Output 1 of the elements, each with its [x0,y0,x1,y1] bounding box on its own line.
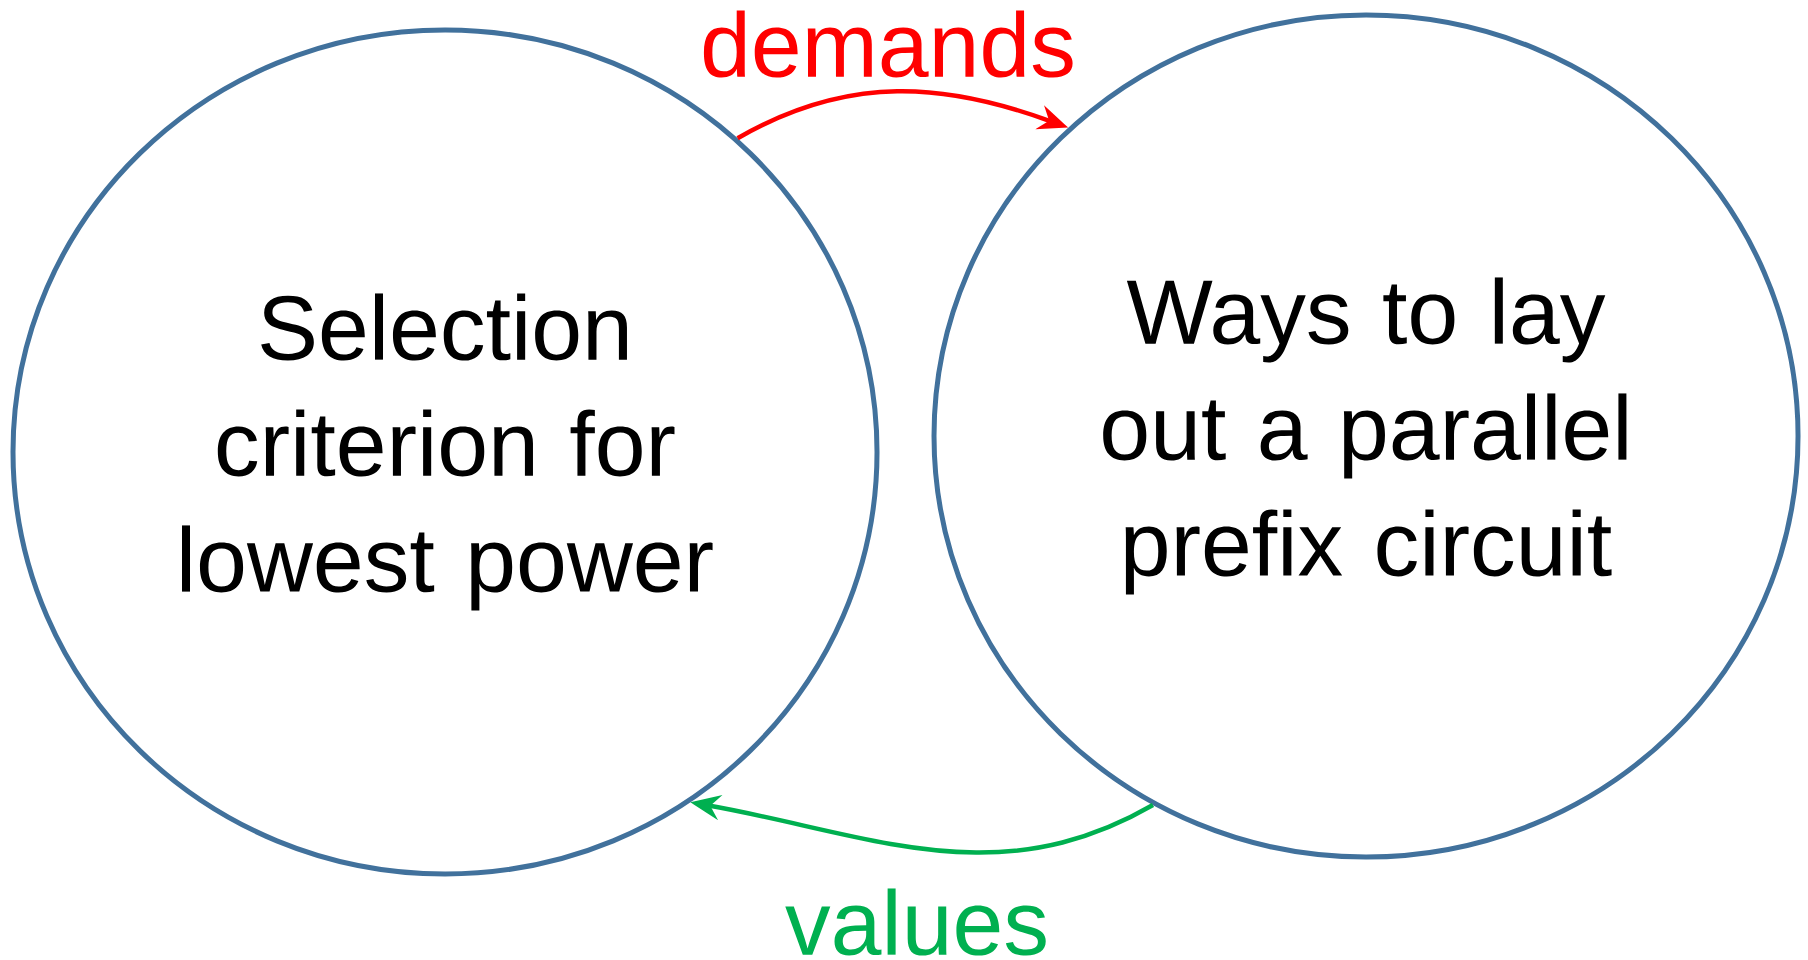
edge-label: values [781,884,1053,960]
